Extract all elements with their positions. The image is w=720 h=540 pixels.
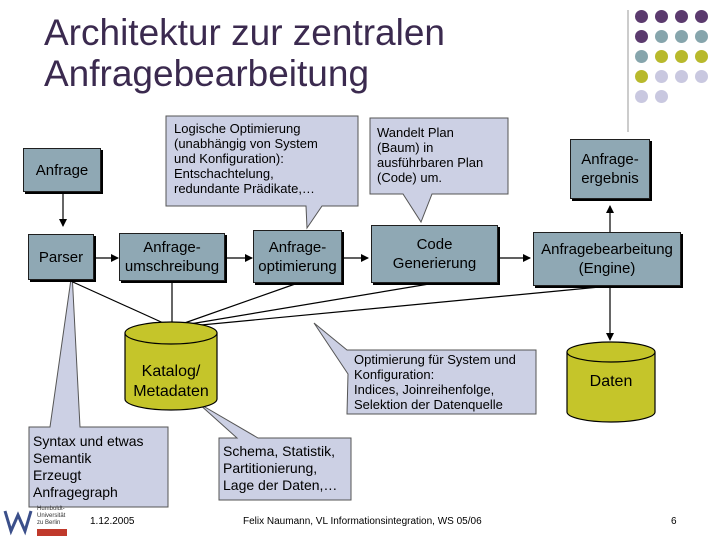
decor-dot bbox=[695, 50, 708, 63]
cylinder-label-line: Daten bbox=[589, 373, 633, 390]
box-label: Anfrage- bbox=[268, 238, 327, 256]
box-engine: Anfragebearbeitung (Engine) bbox=[533, 232, 681, 286]
bubble-line: Selektion der Datenquelle bbox=[354, 397, 503, 412]
cylinder-katalog-metadaten: Katalog/ Metadaten bbox=[123, 320, 219, 412]
box-label: (Engine) bbox=[578, 260, 636, 277]
decor-dot bbox=[635, 70, 648, 83]
university-logo: Humboldt- Universität zu Berlin bbox=[2, 503, 70, 537]
decor-dot bbox=[655, 10, 668, 23]
decor-dot bbox=[635, 10, 648, 23]
logo-text-line: zu Berlin bbox=[37, 520, 61, 526]
bubble-katalog-bottom bbox=[197, 402, 352, 501]
bubble-text-optimierung-top: Logische Optimierung (unabhängig von Sys… bbox=[174, 121, 354, 196]
bubble-line: Wandelt Plan bbox=[377, 125, 454, 140]
bubble-text-optimierung-bottom: Optimierung für System und Konfiguration… bbox=[354, 352, 534, 412]
cylinder-label: Daten bbox=[565, 372, 657, 392]
bubble-codegen-top bbox=[369, 117, 509, 224]
box-label: ergebnis bbox=[581, 170, 639, 187]
bubble-line: Logische Optimierung bbox=[174, 121, 301, 136]
box-label: Generierung bbox=[392, 255, 477, 272]
footer-author: Felix Naumann, VL Informationsintegratio… bbox=[243, 516, 482, 527]
cylinder-shape bbox=[566, 341, 656, 423]
cylinder-label-line: Metadaten bbox=[133, 383, 209, 400]
decor-dot bbox=[695, 70, 708, 83]
bubble-line: Lage der Daten,… bbox=[223, 477, 338, 493]
box-anfrageoptimierung: Anfrage- optimierung bbox=[253, 230, 342, 283]
decor-dot bbox=[655, 90, 668, 103]
line-parser-katalog bbox=[63, 277, 171, 327]
bubble-line: Anfragegraph bbox=[33, 484, 118, 500]
logo-text-line: Universität bbox=[37, 513, 66, 519]
box-codegenerierung: Code Generierung bbox=[371, 225, 498, 283]
page-title: Architektur zur zentralen Anfragebearbei… bbox=[44, 12, 584, 94]
footer-date: 1.12.2005 bbox=[90, 516, 135, 527]
box-parser: Parser bbox=[28, 234, 94, 280]
bubble-line: Partitionierung, bbox=[223, 460, 318, 476]
decor-dot bbox=[635, 30, 648, 43]
box-anfrage: Anfrage bbox=[23, 148, 101, 192]
cylinder-daten: Daten bbox=[565, 340, 657, 424]
decor-dot bbox=[695, 30, 708, 43]
bubble-line: Indices, Joinreihenfolge, bbox=[354, 382, 495, 397]
box-label: Parser bbox=[38, 248, 84, 266]
bubble-line: Erzeugt bbox=[33, 467, 82, 483]
cylinder-label: Katalog/ Metadaten bbox=[123, 362, 219, 402]
line-engine-katalog bbox=[179, 285, 611, 328]
box-label: Anfrage- bbox=[581, 151, 639, 168]
box-label: optimierung bbox=[258, 257, 337, 275]
decor-dot bbox=[675, 10, 688, 23]
title-line-1: Architektur zur zentralen bbox=[44, 12, 446, 53]
bubble-line: (Code) um. bbox=[377, 170, 443, 185]
bubble-line: (unabhängig von System bbox=[174, 136, 318, 151]
line-optimierung-katalog bbox=[175, 282, 299, 327]
box-label: Anfragebearbeitung bbox=[541, 241, 673, 258]
bubble-optimierung-top bbox=[165, 115, 359, 230]
bubble-line: redundante Prädikate,… bbox=[174, 181, 315, 196]
bubble-line: Schema, Statistik, bbox=[223, 443, 336, 459]
decor-dot bbox=[655, 70, 668, 83]
box-label: Code bbox=[416, 236, 453, 253]
decor-dot bbox=[635, 50, 648, 63]
box-label: Anfrage- bbox=[143, 239, 201, 256]
bubble-parser-bottom bbox=[28, 271, 169, 508]
box-label: umschreibung bbox=[124, 258, 220, 275]
decor-dot bbox=[635, 90, 648, 103]
title-line-2: Anfragebearbeitung bbox=[44, 53, 370, 94]
line-codegen-katalog bbox=[177, 282, 436, 327]
decor-dot bbox=[675, 70, 688, 83]
cylinder-label-line: Katalog/ bbox=[141, 363, 201, 380]
box-anfrageergebnis: Anfrage- ergebnis bbox=[570, 139, 650, 199]
bubble-line: (Baum) in bbox=[377, 140, 434, 155]
logo-text-line: Humboldt- bbox=[37, 506, 65, 512]
bubble-text-parser-bottom: Syntax und etwas Semantik Erzeugt Anfrag… bbox=[33, 433, 167, 501]
bubble-line: Entschachtelung, bbox=[174, 166, 274, 181]
bubble-line: Konfiguration: bbox=[354, 367, 435, 382]
box-label: Anfrage bbox=[35, 161, 89, 179]
decor-dot bbox=[675, 50, 688, 63]
decor-dot bbox=[655, 50, 668, 63]
bubble-line: Semantik bbox=[33, 450, 92, 466]
decor-dot bbox=[655, 30, 668, 43]
decor-dot bbox=[695, 10, 708, 23]
page-number: 6 bbox=[671, 516, 677, 527]
decorative-dot-grid bbox=[615, 8, 715, 118]
decor-dot bbox=[675, 30, 688, 43]
bubble-text-katalog-bottom: Schema, Statistik, Partitionierung, Lage… bbox=[223, 443, 351, 494]
bubble-line: Syntax und etwas bbox=[33, 433, 144, 449]
bubble-line: und Konfiguration): bbox=[174, 151, 284, 166]
bubble-line: Optimierung für System und bbox=[354, 352, 516, 367]
bubble-line: ausführbaren Plan bbox=[377, 155, 484, 170]
bubble-optimierung-bottom bbox=[313, 322, 537, 415]
logo-text: Humboldt- Universität zu Berlin bbox=[37, 506, 65, 527]
cylinder-shape bbox=[124, 321, 218, 411]
logo-mark bbox=[3, 510, 67, 536]
bubble-text-codegen-top: Wandelt Plan (Baum) in ausführbaren Plan… bbox=[377, 125, 505, 185]
box-anfrageumschreibung: Anfrage- umschreibung bbox=[119, 233, 225, 281]
